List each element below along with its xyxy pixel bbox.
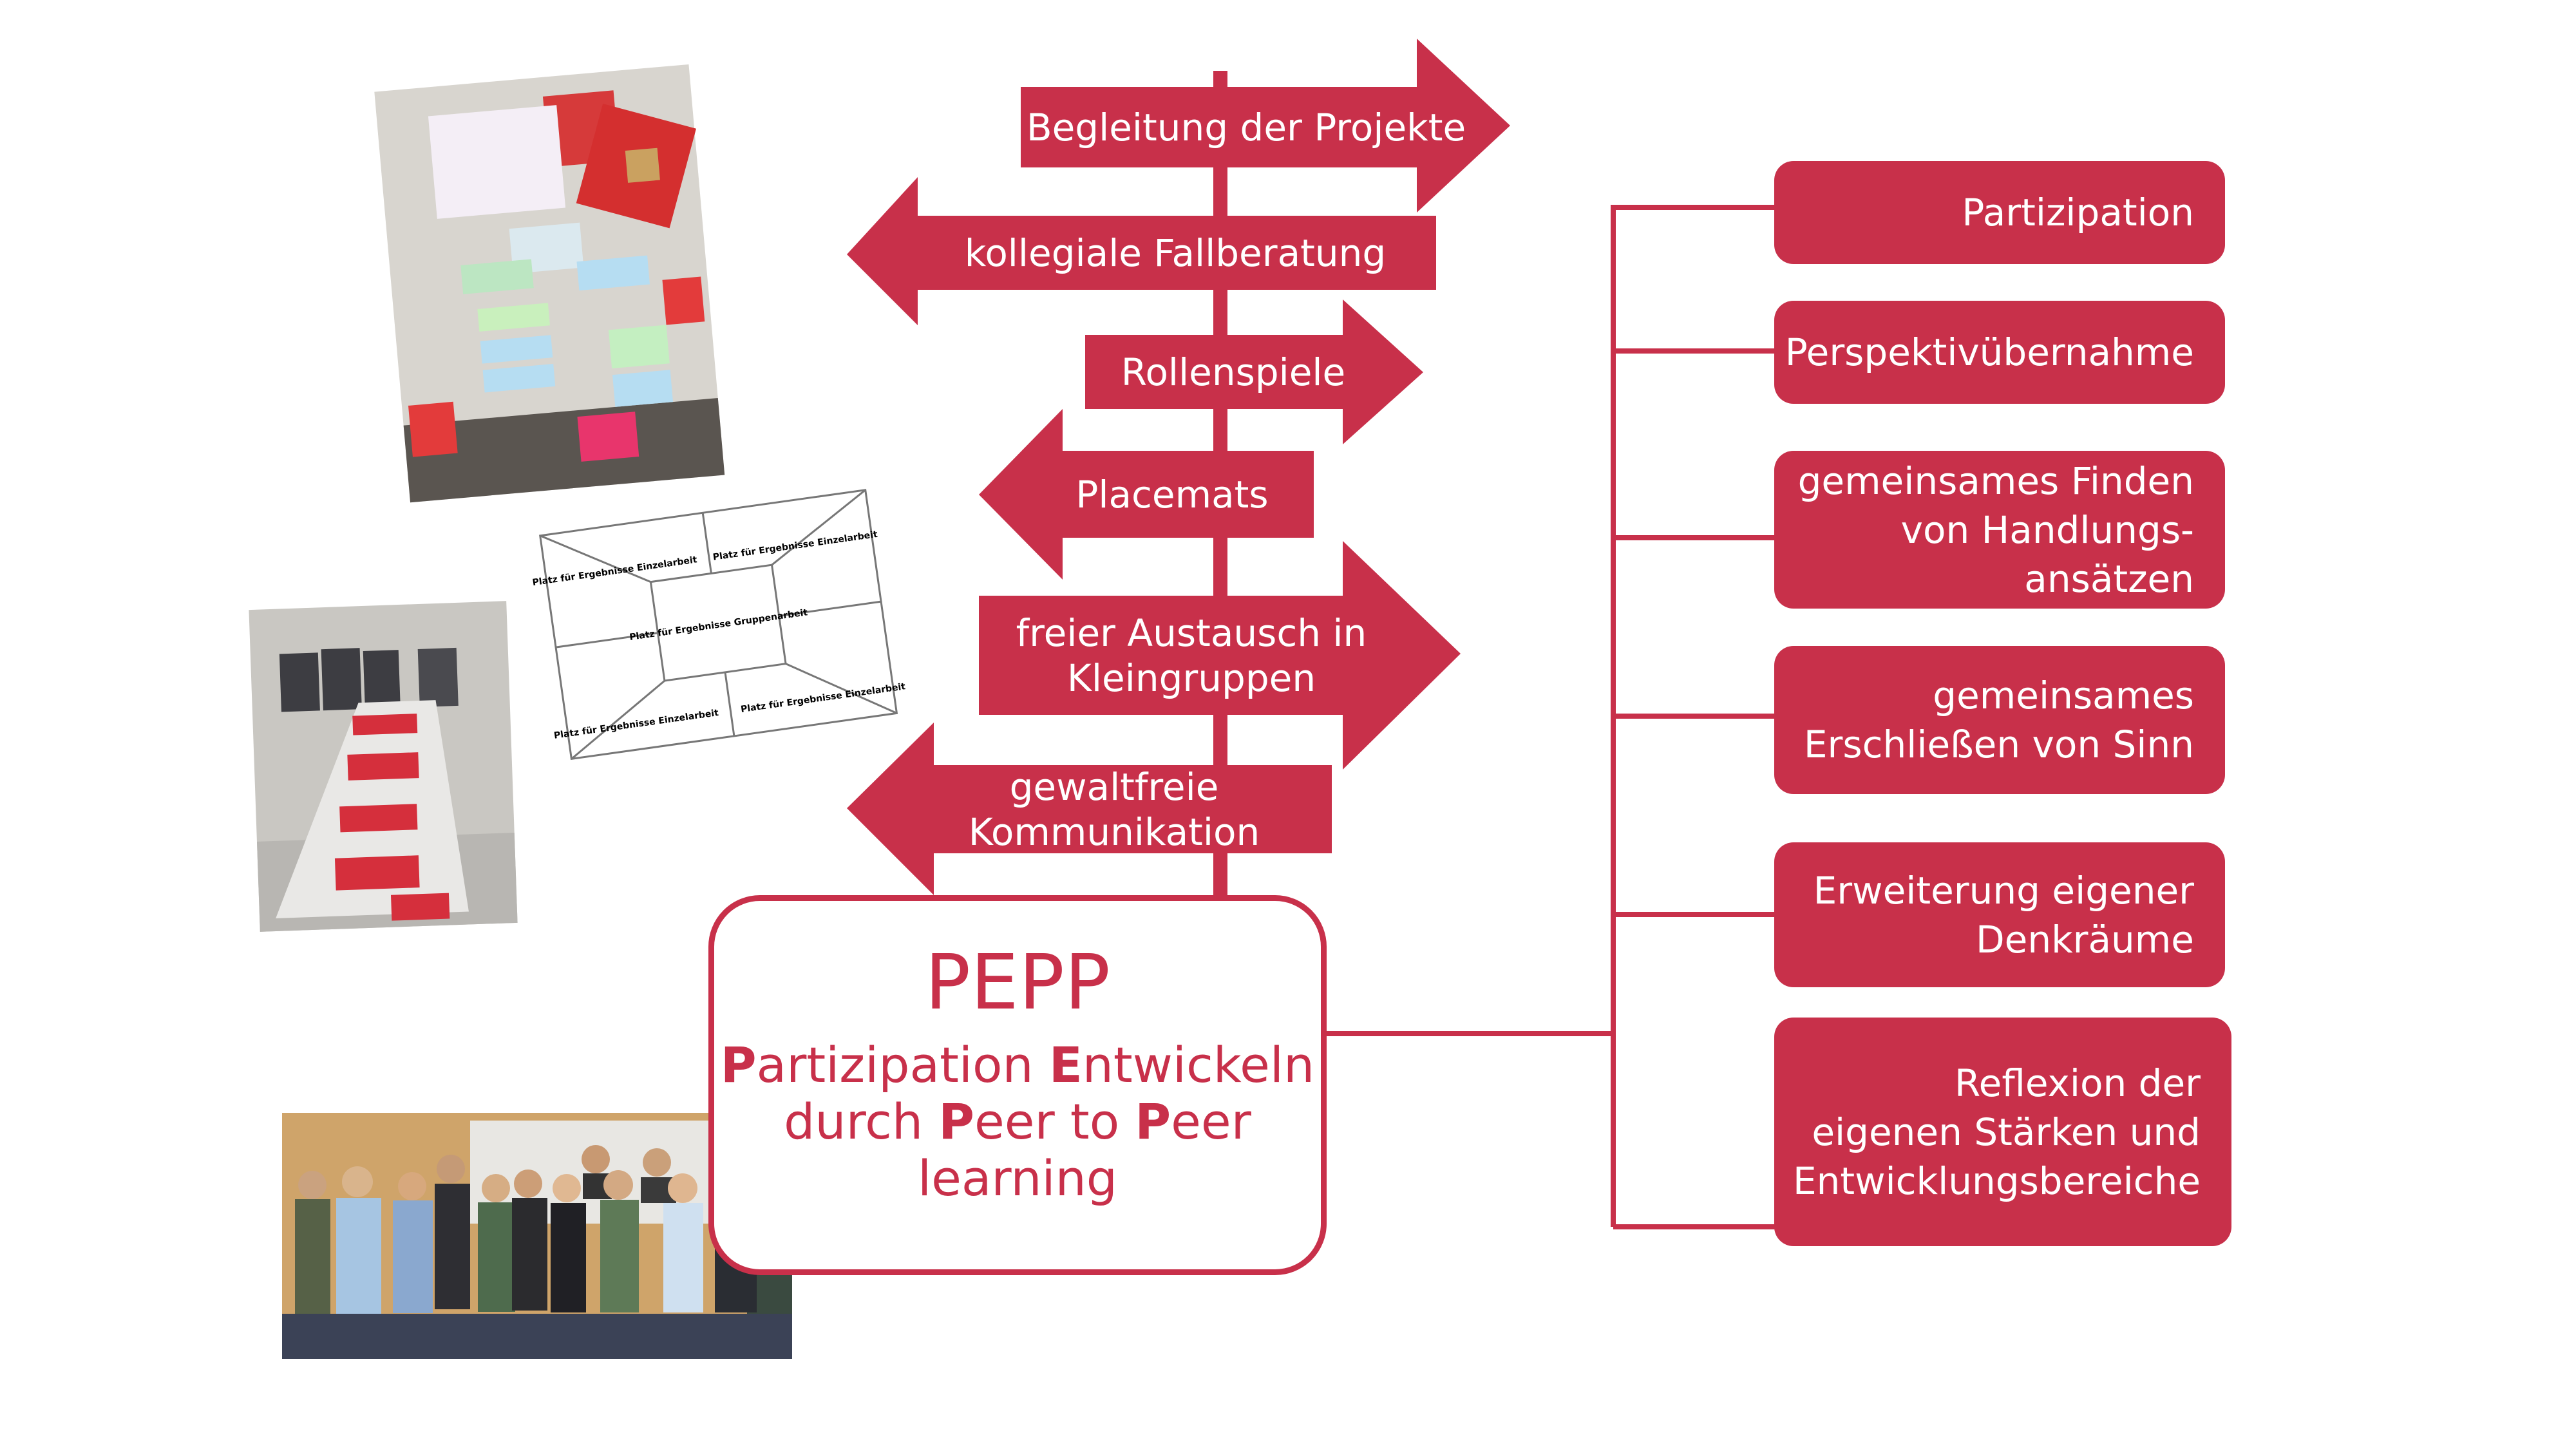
arrow-label-4: Placemats bbox=[1075, 472, 1269, 516]
arrow-shape-4 bbox=[979, 409, 1314, 580]
connector-lines bbox=[1327, 205, 1777, 1229]
outcome-sinn: gemeinsames Erschließen von Sinn bbox=[1774, 646, 2225, 794]
arrow-label-1: Begleitung der Projekte bbox=[1026, 105, 1466, 149]
arrow-label-2: kollegiale Fallberatung bbox=[964, 231, 1387, 275]
pepp-sub-p3: P bbox=[1135, 1093, 1171, 1150]
pepp-sub-t4: eer learning bbox=[917, 1093, 1251, 1207]
arrow-label-5: freier Austausch in Kleingruppen bbox=[1016, 611, 1367, 700]
arrow-shape-3 bbox=[1085, 299, 1423, 444]
pepp-sub-e: E bbox=[1048, 1036, 1083, 1094]
pepp-sub-t1: artizipation bbox=[756, 1036, 1049, 1094]
pepp-sub-p2: P bbox=[938, 1093, 974, 1150]
pinboard-photo bbox=[374, 64, 725, 503]
pepp-subtitle: Partizipation Entwickeln durch Peer to P… bbox=[708, 1037, 1327, 1207]
outcome-handlungsansaetze: gemeinsames Finden von Handlungs-ansätze… bbox=[1774, 451, 2225, 609]
pepp-sub-t2: ntwickeln durch bbox=[784, 1036, 1315, 1150]
pepp-sub-p1: P bbox=[720, 1036, 757, 1094]
pepp-sub-t3: eer to bbox=[974, 1093, 1135, 1150]
arrow-label-3: Rollenspiele bbox=[1121, 350, 1346, 394]
pepp-title: PEPP bbox=[924, 938, 1111, 1027]
outcome-denkraeume: Erweiterung eigener Denkräume bbox=[1774, 842, 2225, 987]
outcome-perspektivuebernahme: Perspektivübernahme bbox=[1774, 301, 2225, 404]
outcome-partizipation: Partizipation bbox=[1774, 161, 2225, 264]
meeting-room-photo bbox=[249, 601, 518, 932]
arrow-shape-1 bbox=[1021, 39, 1510, 213]
arrow-shape-6 bbox=[847, 723, 1332, 895]
placemat-template: Platz für Ergebnisse Einzelarbeit Platz … bbox=[532, 489, 906, 761]
arrow-shape-5 bbox=[979, 541, 1461, 770]
group-photo bbox=[282, 1113, 792, 1359]
pepp-box bbox=[708, 895, 1327, 1275]
outcome-reflexion: Reflexion der eigenen Stärken und Entwic… bbox=[1774, 1018, 2231, 1246]
arrow-label-6: gewaltfreie Kommunikation bbox=[968, 764, 1260, 854]
arrow-shape-2 bbox=[847, 177, 1436, 325]
